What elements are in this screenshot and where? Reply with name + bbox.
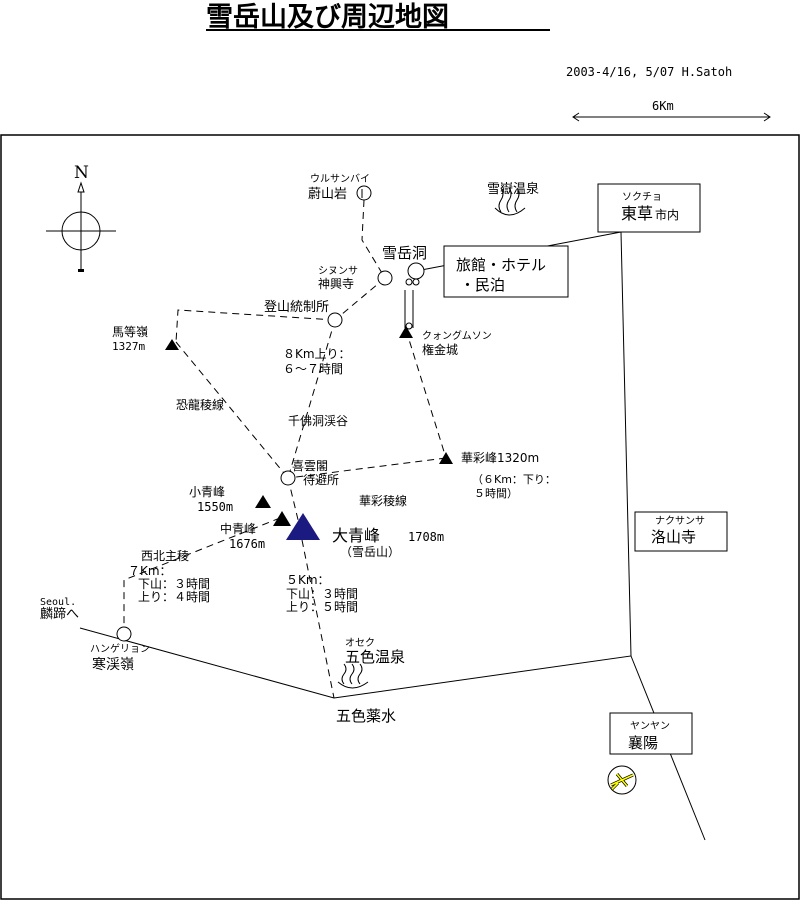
sinheungsa-reading: シヌンサ [318, 265, 358, 277]
ranger-station-marker [327, 312, 343, 328]
main-peak-icon [286, 513, 320, 540]
route-time-1: ８Km上り： [283, 347, 351, 361]
north-label: N [74, 163, 89, 183]
jungcheongbong-elev: 1676m [229, 537, 265, 551]
scale-bar [572, 112, 771, 122]
sokcho-reading: ソクチョ [622, 191, 662, 203]
shelter-label-2: 待避所 [303, 473, 339, 487]
map-title: 雪岳山及び周辺地図 [206, 2, 449, 33]
south-time-1: ５Km： [286, 573, 330, 587]
peak-icon [165, 339, 179, 350]
sinheungsa-label: 神興寺 [318, 277, 354, 291]
lodging-box [443, 245, 569, 298]
sokcho-suffix: 市内 [655, 207, 679, 222]
hwachaebong-label: 華彩峰1320m [461, 451, 539, 465]
cheonbuldong-label: 千佛洞渓谷 [288, 414, 348, 428]
ulsanbawi-label: 蔚山岩 [308, 187, 347, 202]
nw-time-3: 上り：４時間 [138, 590, 210, 604]
seorak-spring-label: 雪嶽温泉 [487, 181, 539, 197]
gwongeumseong-reading: クォングムソン [422, 329, 492, 342]
cable-car [404, 278, 420, 330]
hangyeryeong-reading: ハンゲリョン [90, 643, 150, 655]
socheongbong-label: 小青峰 [189, 485, 225, 499]
ranger-station-label: 登山統制所 [264, 300, 329, 315]
naksansa-box [634, 511, 728, 552]
sinheungsa-marker [377, 270, 393, 286]
daecheongbong-sub: （雪岳山） [340, 545, 400, 559]
to-inje-label: 麟蹄へ [40, 606, 79, 622]
hwachae-time-1: （６Km：下り： [472, 473, 556, 486]
seorakdong-label: 雪岳洞 [382, 244, 427, 262]
nw-ridge-label: 西北主稜 [141, 549, 189, 563]
peak-icon [255, 495, 271, 508]
south-time-3: 上り：５時間 [286, 600, 358, 614]
peak-icon [399, 326, 413, 338]
shelter-label-1: 喜雲閣 [292, 459, 328, 473]
lodging-line1: 旅館・ホテル [456, 256, 546, 274]
jungcheongbong-label: 中青峰 [220, 521, 256, 536]
hwachae-ridge-label: 華彩稜線 [359, 493, 407, 508]
osaek-spring-label: 五色温泉 [345, 648, 405, 666]
ulsanbawi-marker [356, 185, 372, 201]
seoul-label: Seoul. [40, 597, 76, 608]
peak-icon [273, 511, 291, 526]
scale-label: 6Km [652, 99, 674, 113]
naksansa-reading: ナクサンサ [655, 515, 705, 527]
nw-time-1: ７Km： [128, 564, 172, 578]
route-time-2: ６～７時間 [283, 362, 343, 376]
madeungryeong-label: 馬等嶺 [112, 325, 148, 339]
seorakdong-marker [407, 262, 425, 280]
sokcho-city: 東草 [621, 204, 653, 223]
south-time-2: 下山：３時間 [286, 587, 358, 601]
socheongbong-elev: 1550m [197, 500, 233, 514]
hot-spring-icon [494, 187, 526, 216]
trails [123, 199, 447, 699]
ulsanbawi-reading: ウルサンバイ [310, 173, 370, 185]
map-frame [0, 134, 800, 900]
naksansa-label: 洛山寺 [651, 528, 696, 546]
shelter-marker [280, 470, 296, 486]
nw-time-2: 下山：３時間 [138, 577, 210, 591]
lodging-line2: ・民泊 [460, 276, 505, 294]
yangyang-label: 襄陽 [628, 734, 658, 752]
peak-icon [439, 452, 453, 464]
yangyang-reading: ヤンヤン [630, 721, 670, 732]
daecheongbong-elev: 1708m [408, 530, 444, 544]
osaek-reading: オセク [345, 637, 375, 649]
sokcho-box [597, 183, 701, 233]
hwachae-time-2: ５時間） [474, 487, 518, 500]
madeungryeong-elev: 1327m [112, 340, 145, 353]
osaek-water-label: 五色薬水 [336, 707, 396, 725]
hangyeryeong-label: 寒渓嶺 [92, 656, 134, 673]
compass-icon: N [46, 163, 116, 272]
hangyeryeong-marker [116, 626, 132, 642]
gwongeumseong-label: 権金城 [422, 342, 458, 357]
gongryong-ridge-label: 恐龍稜線 [176, 397, 224, 412]
yangyang-box [609, 712, 693, 755]
hot-spring-icon [337, 663, 369, 689]
airport-icon [607, 765, 637, 795]
date-author: 2003-4/16, 5/07 H.Satoh [566, 65, 732, 79]
daecheongbong-label: 大青峰 [332, 526, 380, 545]
